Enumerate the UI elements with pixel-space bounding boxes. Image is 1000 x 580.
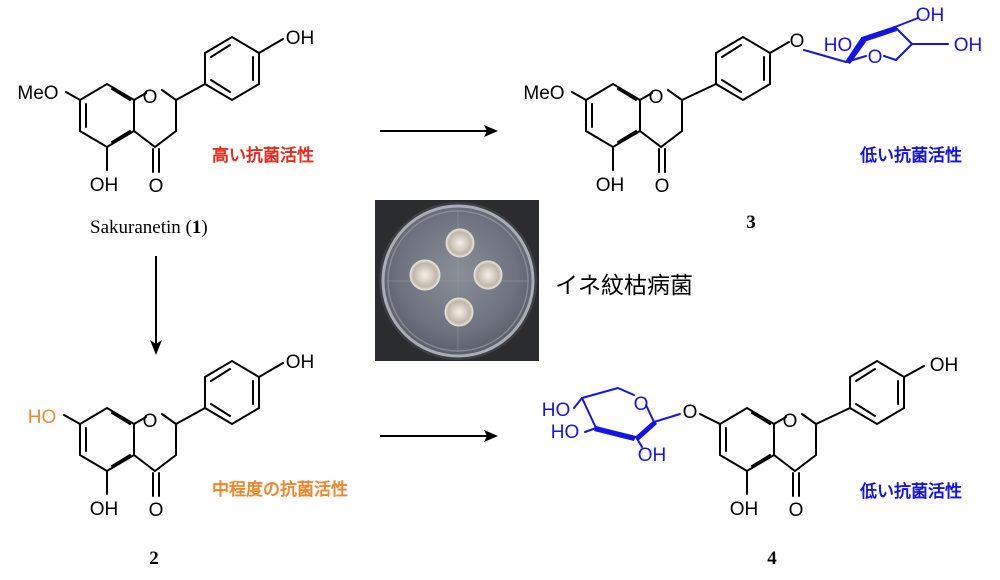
carbonyl-oxygen: O (789, 500, 804, 521)
glycosidic-oxygen: O (683, 402, 698, 423)
sugar-hydroxyl-right: OH (638, 445, 667, 466)
methoxy-group: MeO (17, 83, 58, 104)
activity-label-4: 低い抗菌活性 (859, 481, 962, 502)
ring-oxygen: O (143, 411, 158, 432)
sugar-ring-oxygen: O (634, 394, 649, 415)
fungal-colony (409, 259, 441, 291)
hydroxyl-5: OH (90, 175, 119, 196)
hydroxyl-5: OH (730, 499, 759, 520)
methoxy-group: MeO (523, 83, 564, 104)
compound-3-sugar: HO OH OH O (803, 5, 983, 68)
carbonyl-oxygen: O (655, 176, 670, 197)
compound-2-number: 2 (149, 548, 159, 569)
sugar-hydroxyl-bottom: HO (551, 422, 580, 443)
compound-1-structure: O O OH OH MeO (17, 28, 314, 197)
ring-oxygen: O (143, 87, 158, 108)
compound-1-name: Sakuranetin (1) (90, 217, 208, 238)
reaction-arrows (150, 125, 498, 442)
fungal-colony (445, 228, 475, 258)
hydroxyl-4prime: OH (930, 355, 959, 376)
compound-4-sugar: HO HO OH O (542, 387, 681, 466)
fungal-colony (473, 260, 503, 290)
activity-label-2: 中程度の抗菌活性 (212, 479, 348, 500)
glycosidic-oxygen: O (790, 31, 805, 52)
ring-oxygen: O (649, 87, 664, 108)
hydroxyl-5: OH (90, 499, 119, 520)
hydroxyl-4prime: OH (286, 352, 315, 373)
compound-3-number: 3 (746, 212, 756, 233)
compound-2-structure: O O OH OH HO (28, 352, 315, 521)
compound-4-number: 4 (767, 548, 777, 569)
petri-dish-photo (375, 200, 539, 361)
carbonyl-oxygen: O (149, 176, 164, 197)
ring-oxygen: O (783, 411, 798, 432)
sugar-hydroxyl-top: HO (542, 400, 571, 421)
plate-caption: イネ紋枯病菌 (555, 273, 693, 299)
carbonyl-oxygen: O (149, 500, 164, 521)
compound-3-structure: O O OH MeO O (523, 31, 804, 197)
activity-label-1: 高い抗菌活性 (212, 145, 314, 166)
sugar-hydroxyl-top: OH (916, 5, 945, 26)
fungal-colony (444, 297, 474, 327)
hydroxyl-7: HO (28, 407, 57, 428)
activity-label-3: 低い抗菌活性 (859, 145, 962, 166)
compound-4-structure: O O OH OH O (683, 355, 959, 521)
hydroxyl-4prime: OH (286, 28, 315, 49)
sugar-hydroxyl-left: HO (824, 35, 853, 56)
hydroxyl-5: OH (596, 175, 625, 196)
sugar-hydroxyl-right: OH (954, 35, 983, 56)
sugar-ring-oxygen: O (868, 47, 883, 68)
